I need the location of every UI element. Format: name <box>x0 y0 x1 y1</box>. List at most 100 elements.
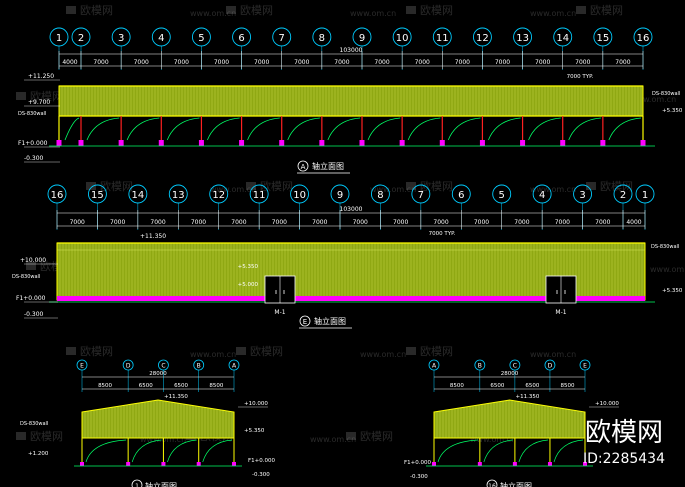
elev-note: +5.350 <box>662 108 683 114</box>
watermark-brand: 欧模网 <box>30 430 63 443</box>
axis-label: 14 <box>556 33 569 44</box>
watermark-url: www.om.cn <box>650 265 685 274</box>
axis-label: 2 <box>620 190 626 201</box>
dim-text: 7000 <box>455 59 470 66</box>
watermark-brand: 欧模网 <box>590 4 623 17</box>
elev-label: -0.300 <box>24 155 44 162</box>
elev-label: +11.250 <box>28 73 54 80</box>
dim-text: 4000 <box>626 219 641 226</box>
knee-brace <box>488 117 521 141</box>
axis-label: 13 <box>516 33 529 44</box>
dim-text: 7000 <box>535 59 550 66</box>
column-base <box>479 140 485 146</box>
axis-label: 1 <box>56 33 62 44</box>
dim-text: 6500 <box>174 383 188 389</box>
knee-brace <box>167 439 197 463</box>
column-base <box>196 462 201 466</box>
watermark-brand: 欧模网 <box>250 345 283 358</box>
watermark-url: www.om.cn <box>530 185 576 194</box>
axis-label: 8 <box>319 33 325 44</box>
axis-label: 12 <box>212 190 225 201</box>
axis-label: 8 <box>377 190 383 201</box>
axis-label: 1 <box>642 190 648 201</box>
column-base <box>126 462 131 466</box>
dim-text: 7000 <box>374 59 389 66</box>
knee-brace <box>131 439 162 463</box>
elev-label: F1+0.000 <box>248 458 276 464</box>
dim-text: 7000 <box>595 219 610 226</box>
dim-text: 7000 <box>134 59 149 66</box>
knee-brace <box>166 117 200 141</box>
dim-text: 7000 <box>150 219 165 226</box>
elev-note: +5.350 <box>662 288 683 294</box>
watermark-brand: 欧模网 <box>100 180 133 193</box>
elev-label: -0.300 <box>410 474 428 480</box>
dim-text: 7000 <box>334 59 349 66</box>
axis-label: 9 <box>359 33 365 44</box>
column-base <box>56 140 62 146</box>
column-base <box>477 462 482 466</box>
elev-note: DS-830wall <box>652 91 680 97</box>
column-base <box>600 140 606 146</box>
axis-label: B <box>197 363 201 370</box>
watermark-url: www.om.cn <box>360 350 406 359</box>
stamp-brand: 欧模网 <box>585 418 663 448</box>
elev-label: +11.350 <box>140 233 166 240</box>
dim-text: 7000 <box>93 59 108 66</box>
elev-note: DS-830wall <box>20 421 48 427</box>
knee-brace <box>437 439 478 463</box>
title-circle <box>297 160 309 172</box>
column-base <box>432 462 436 466</box>
watermark-logo-icon <box>576 6 586 14</box>
watermark-url: www.om.cn <box>470 435 516 444</box>
column-base <box>279 140 285 146</box>
wall-panel <box>58 85 644 117</box>
axis-label: A <box>432 363 437 370</box>
door-m1: M-1 <box>264 275 296 316</box>
dim-text: 7000 <box>312 219 327 226</box>
axis-label: 5 <box>499 190 505 201</box>
watermark-url: www.om.cn <box>190 9 236 18</box>
title-axis: 16 <box>488 483 496 487</box>
knee-brace <box>247 117 280 141</box>
watermark: 欧模网 www.om.cn <box>236 345 406 359</box>
axis-label: 10 <box>396 33 409 44</box>
watermark-url: www.om.cn <box>530 350 576 359</box>
dim-text: 6500 <box>525 383 539 389</box>
dim-text: 8500 <box>98 383 112 389</box>
watermark-logo-icon <box>246 182 256 190</box>
dim-text: 7000 <box>191 219 206 226</box>
elev-label: F1+0.000 <box>404 460 432 466</box>
watermark-brand: 欧模网 <box>80 4 113 17</box>
axis-label: 6 <box>458 190 464 201</box>
elev-label: +10.000 <box>595 401 619 407</box>
title-circle <box>131 479 143 487</box>
axis-label: 4 <box>539 190 545 201</box>
view-title: 轴立面图 <box>312 161 344 171</box>
dim-text: 7000 <box>214 59 229 66</box>
dim-total: 103000 <box>340 47 363 54</box>
door-tag: M-1 <box>555 309 566 316</box>
watermark-logo-icon <box>406 347 416 355</box>
knee-brace <box>518 439 548 463</box>
dim-text: 8500 <box>560 383 574 389</box>
door-elev: +5.000 <box>238 282 259 288</box>
knee-brace <box>483 439 513 463</box>
elev-label: DS-830wall <box>18 111 46 117</box>
door-m1: M-1 <box>545 275 577 316</box>
column-base <box>560 140 566 146</box>
axis-label: 6 <box>238 33 244 44</box>
dim-text: 6500 <box>139 383 153 389</box>
dim-text: 7000 <box>272 219 287 226</box>
watermark-logo-icon <box>406 6 416 14</box>
dim-total: 28000 <box>149 371 167 377</box>
column-base <box>158 140 164 146</box>
elev-label: +9.700 <box>28 99 50 106</box>
title-axis: A <box>301 163 306 171</box>
